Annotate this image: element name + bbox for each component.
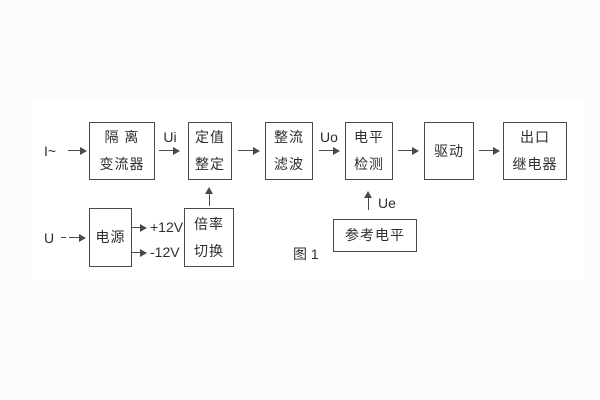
arrow-input-to-power-dash xyxy=(61,237,66,238)
arrow-setting-to-rectify-line xyxy=(238,150,254,151)
block-reference-line1: 参考电平 xyxy=(345,227,405,243)
arrow-reference-to-level-head-icon xyxy=(364,191,372,198)
signal-uo-label: Uo xyxy=(320,129,338,145)
arrow-reference-to-level-line xyxy=(368,197,369,210)
arrow-input-to-power-line xyxy=(69,237,80,238)
input-voltage-label: U xyxy=(44,230,55,246)
arrow-power-plus12-head-icon xyxy=(140,224,147,232)
signal-ue-label: Ue xyxy=(378,195,396,211)
arrow-rectify-to-level-head-icon xyxy=(333,147,340,155)
block-output-line1: 出口 xyxy=(520,129,550,145)
block-output-relay: 出口 继电器 xyxy=(503,122,567,180)
arrow-drive-to-output-line xyxy=(479,150,494,151)
block-level-line2: 检测 xyxy=(354,156,384,172)
block-drive: 驱动 xyxy=(424,122,474,180)
minus-12v-label: -12V xyxy=(150,244,180,260)
block-multiplier-line1: 倍率 xyxy=(194,215,224,232)
arrow-input-to-isolation-line xyxy=(68,150,81,151)
block-multiplier-line2: 切换 xyxy=(194,242,224,259)
block-rectify-line1: 整流 xyxy=(274,129,304,145)
block-rectify-line2: 滤波 xyxy=(274,156,304,172)
block-multiplier-switch: 倍率 切换 xyxy=(184,208,234,267)
block-level-detection: 电平 检测 xyxy=(345,122,393,180)
arrow-power-minus12-head-icon xyxy=(140,249,147,257)
figure-caption: 图 1 xyxy=(293,246,319,262)
block-setpoint-setting: 定值 整定 xyxy=(188,122,232,180)
arrow-isolation-to-setting-line xyxy=(159,150,174,151)
arrow-multiplier-to-setting-head-icon xyxy=(205,187,213,194)
block-setting-line1: 定值 xyxy=(195,129,225,145)
arrow-level-to-drive-head-icon xyxy=(412,147,419,155)
input-current-label: I~ xyxy=(44,143,57,159)
block-isolation-line2: 变流器 xyxy=(99,156,145,172)
arrow-power-plus12-line xyxy=(132,227,141,228)
arrow-power-minus12-line xyxy=(132,252,141,253)
block-drive-line1: 驱动 xyxy=(434,142,464,159)
arrow-drive-to-output-head-icon xyxy=(493,147,500,155)
arrow-setting-to-rectify-head-icon xyxy=(253,147,260,155)
block-reference-level: 参考电平 xyxy=(333,219,417,252)
block-isolation-line1: 隔 离 xyxy=(104,129,140,145)
block-rectifier-filter: 整流 滤波 xyxy=(265,122,313,180)
arrow-multiplier-to-setting-line xyxy=(209,193,210,206)
block-power-supply: 电源 xyxy=(89,208,132,267)
block-setting-line2: 整定 xyxy=(195,156,225,172)
block-isolation-transformer: 隔 离 变流器 xyxy=(89,122,155,180)
arrow-rectify-to-level-line xyxy=(319,150,334,151)
block-level-line1: 电平 xyxy=(354,129,384,145)
arrow-level-to-drive-line xyxy=(398,150,413,151)
arrow-input-to-isolation-head-icon xyxy=(80,147,87,155)
plus-12v-label: +12V xyxy=(150,219,184,235)
arrow-input-to-power-head-icon xyxy=(79,234,86,242)
block-power-line1: 电源 xyxy=(95,229,126,245)
block-output-line2: 继电器 xyxy=(512,156,558,172)
signal-ui-label: Ui xyxy=(163,129,177,145)
arrow-isolation-to-setting-head-icon xyxy=(173,147,180,155)
